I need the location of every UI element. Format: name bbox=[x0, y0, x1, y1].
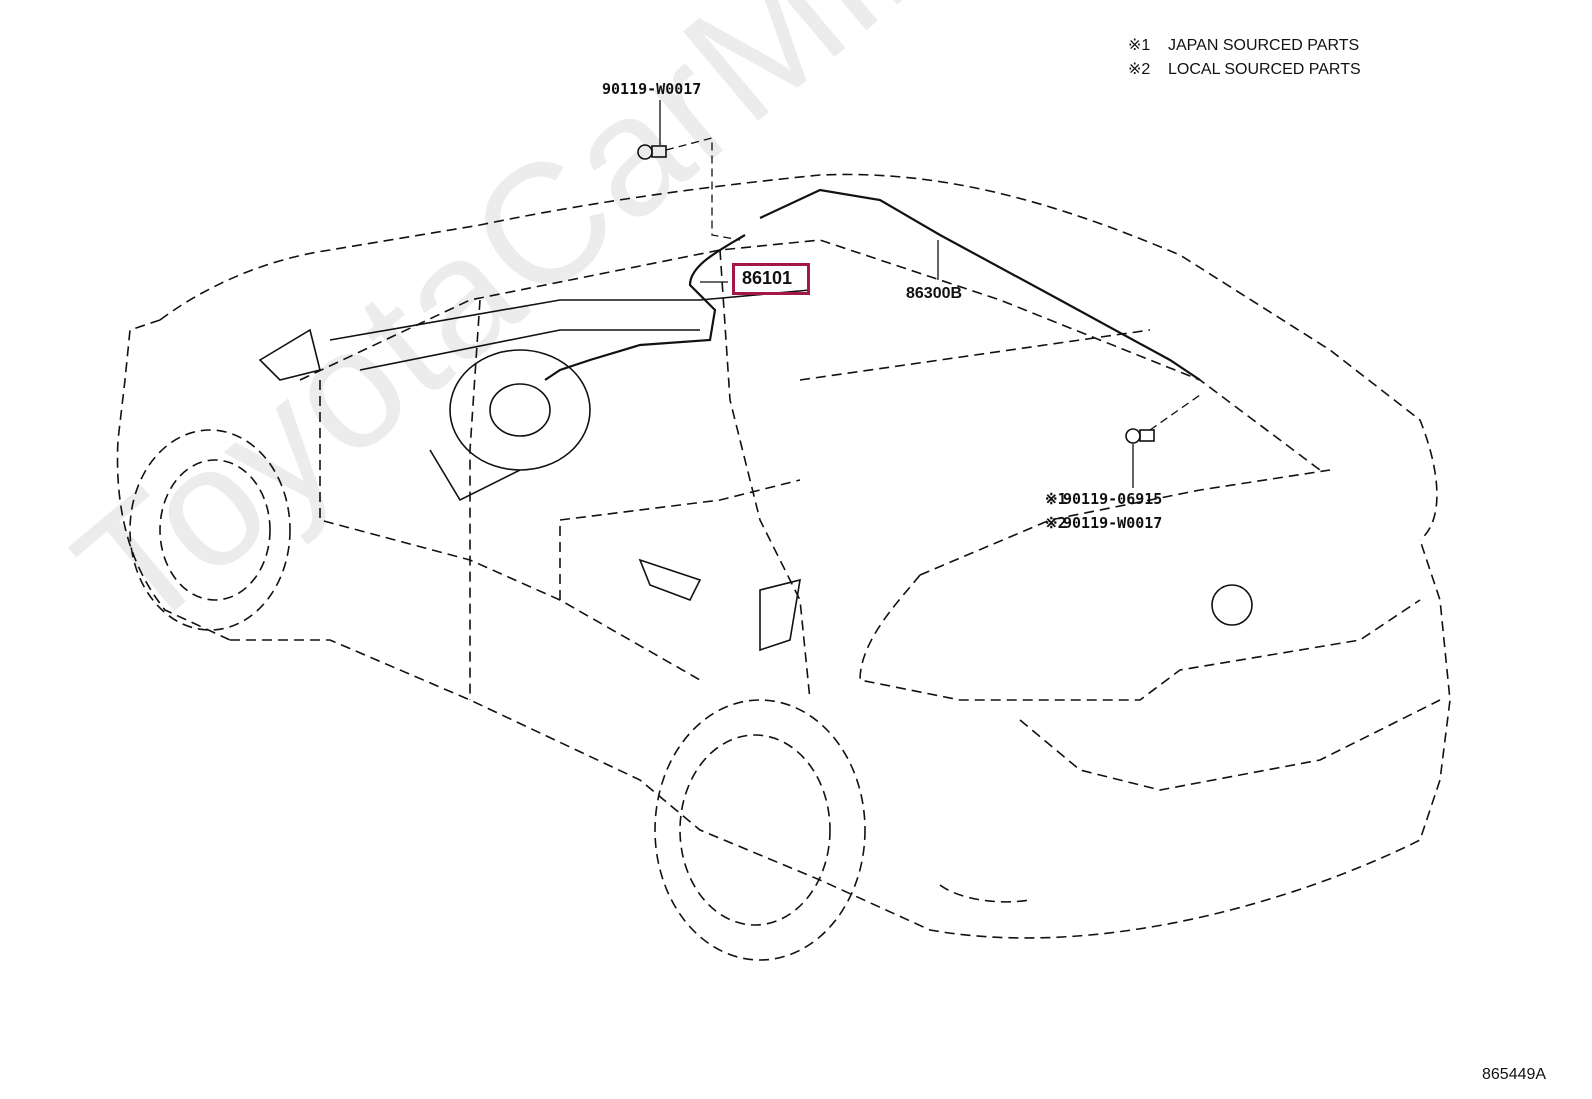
legend: ※1 JAPAN SOURCED PARTS ※2 LOCAL SOURCED PA… bbox=[1128, 34, 1361, 82]
legend-mark: ※2 bbox=[1128, 61, 1151, 78]
part-number: 90119-06915 bbox=[1063, 490, 1163, 508]
note-mark: ※2 bbox=[1045, 514, 1067, 532]
dashed-leaders bbox=[665, 137, 1201, 431]
rear-emblem bbox=[1211, 584, 1253, 626]
legend-text: LOCAL SOURCED PARTS bbox=[1168, 61, 1361, 78]
legend-japan: ※1 JAPAN SOURCED PARTS bbox=[1128, 34, 1361, 58]
diagram-code: 865449A bbox=[1482, 1066, 1547, 1083]
legend-local: ※2 LOCAL SOURCED PARTS bbox=[1128, 58, 1361, 82]
front-wheel bbox=[129, 429, 291, 631]
highlight-box bbox=[732, 263, 810, 295]
part-label-antenna-amplifier[interactable]: 86101 bbox=[742, 268, 793, 288]
part-label-bolt-top[interactable]: 90119-W0017 bbox=[602, 80, 702, 98]
part-label-antenna-cord[interactable]: 86300B bbox=[906, 285, 963, 302]
bolt-rear-icon bbox=[1125, 428, 1155, 444]
antenna-cable bbox=[544, 188, 1201, 381]
legend-text: JAPAN SOURCED PARTS bbox=[1168, 37, 1360, 54]
part-label-bolt-rear-local[interactable]: ※290119-W0017 bbox=[1045, 514, 1162, 532]
leader-lines bbox=[659, 100, 1134, 488]
legend-mark: ※1 bbox=[1128, 37, 1151, 54]
part-label-bolt-rear-jp[interactable]: ※190119-06915 bbox=[1045, 490, 1162, 508]
bolt-top-icon bbox=[637, 144, 667, 160]
note-mark: ※1 bbox=[1045, 490, 1067, 508]
interior-dashboard bbox=[258, 289, 811, 652]
rear-wheel bbox=[654, 699, 866, 961]
part-number: 90119-W0017 bbox=[1063, 514, 1163, 532]
